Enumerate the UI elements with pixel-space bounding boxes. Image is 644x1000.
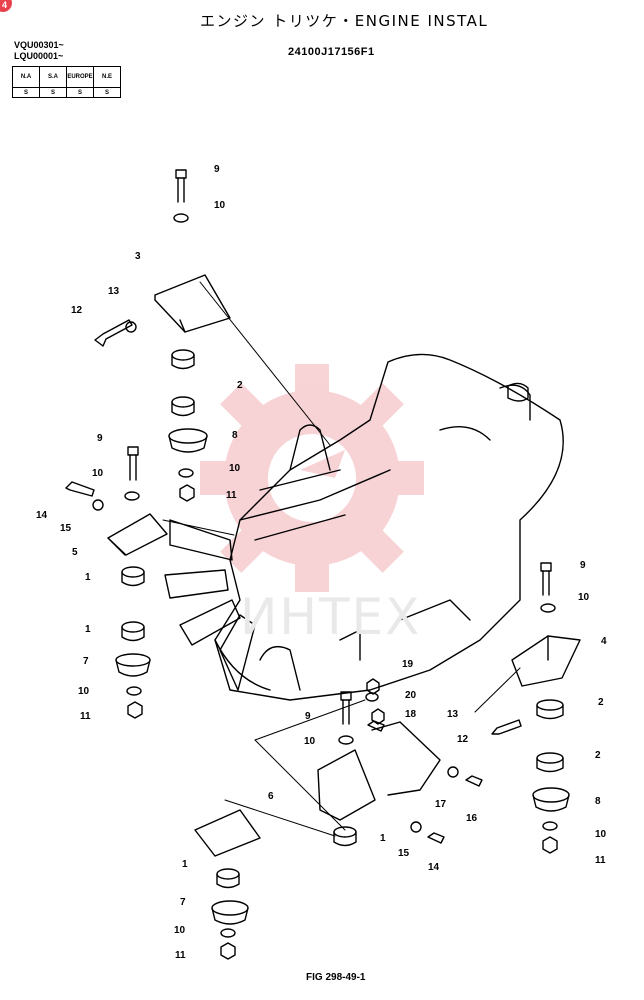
callout-label: 5	[72, 547, 78, 558]
callout-label: 3	[135, 251, 141, 262]
callout-label: 10	[229, 463, 241, 474]
callout-label: 9	[580, 560, 586, 571]
watermark-text: ИНТЕХ	[240, 588, 422, 646]
callout-label: 14	[36, 510, 48, 521]
callout-label: 7	[83, 656, 89, 667]
applicability-table: N.A S.A EUROPE N.E S S S S	[12, 66, 121, 98]
applicability-value: S	[93, 87, 121, 98]
callout-label: 2	[595, 750, 601, 761]
callout-label: 9	[305, 711, 311, 722]
callout-label: 9	[214, 164, 220, 175]
callout-label: 8	[232, 430, 238, 441]
callout-label: 18	[405, 709, 417, 720]
page-badge: 4	[0, 0, 12, 12]
callout-label: 6	[268, 791, 274, 802]
page-title: エンジン トリツケ・ENGINE INSTAL	[200, 12, 489, 30]
callout-label: 17	[435, 799, 447, 810]
callout-label: 8	[595, 796, 601, 807]
callout-label: 19	[402, 659, 414, 670]
callout-label: 4	[601, 636, 607, 647]
fan-blades	[164, 519, 256, 691]
callout-label: 11	[226, 490, 237, 501]
callout-label: 1	[85, 624, 91, 635]
nut-part	[127, 484, 558, 960]
callout-label: 10	[92, 468, 104, 479]
callout-label: 16	[466, 813, 478, 824]
callout-label: 11	[80, 711, 91, 722]
callout-label: 2	[598, 697, 604, 708]
callout-label: 12	[457, 734, 469, 745]
callout-label: 1	[182, 859, 188, 870]
callout-label: 15	[60, 523, 72, 534]
cushion-part	[121, 349, 564, 889]
callout-label: 10	[578, 592, 590, 603]
callout-label: 15	[398, 848, 410, 859]
bracket-part	[107, 274, 581, 857]
callout-label: 10	[304, 736, 316, 747]
serial-range-1: VQU00301~	[14, 40, 64, 50]
bolt-part	[65, 169, 552, 844]
engine-assembly	[214, 353, 564, 701]
callout-label: 12	[71, 305, 83, 316]
callout-label: 20	[405, 690, 417, 701]
callout-label: 9	[97, 433, 103, 444]
callout-label: 10	[595, 829, 607, 840]
callout-label: 11	[175, 950, 186, 961]
callout-label: 13	[108, 286, 120, 297]
callout-label: 2	[237, 380, 243, 391]
callout-label: 7	[180, 897, 186, 908]
serial-range-2: LQU00001~	[14, 51, 64, 61]
figure-number: FIG 298-49-1	[306, 972, 366, 983]
callout-label: 14	[428, 862, 440, 873]
part-number: 24100J17156F1	[288, 46, 375, 58]
callout-label: 11	[595, 855, 606, 866]
callout-label: 1	[85, 572, 91, 583]
callout-label: 10	[214, 200, 226, 211]
callout-label: 10	[174, 925, 186, 936]
callout-label: 10	[78, 686, 90, 697]
callout-label: 13	[447, 709, 459, 720]
watermark-gear-icon	[200, 364, 424, 592]
retainer-part	[115, 428, 570, 925]
callout-label: 1	[380, 833, 386, 844]
